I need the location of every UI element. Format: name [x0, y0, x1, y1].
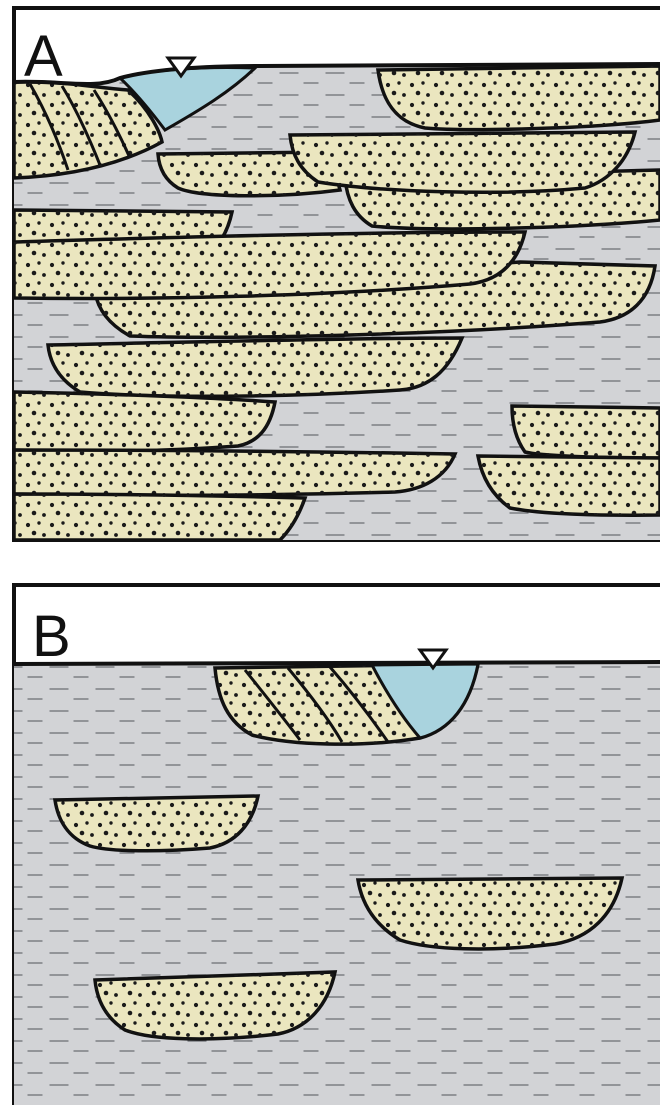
sand-body [478, 456, 660, 515]
sand-body [55, 796, 258, 851]
land-surface-b [14, 662, 660, 664]
sand-body [378, 66, 660, 130]
sand-body [290, 132, 635, 192]
channel-fill-b [215, 664, 478, 744]
panel-a: A [14, 8, 660, 540]
panel-b: B [14, 585, 660, 1105]
sand-body [14, 494, 305, 540]
panel-label-a: A [24, 24, 63, 89]
sand-body [512, 406, 660, 458]
panel-label-b: B [32, 604, 71, 669]
sand-body [14, 450, 455, 495]
sand-body [14, 392, 275, 451]
sand-body [48, 338, 462, 396]
